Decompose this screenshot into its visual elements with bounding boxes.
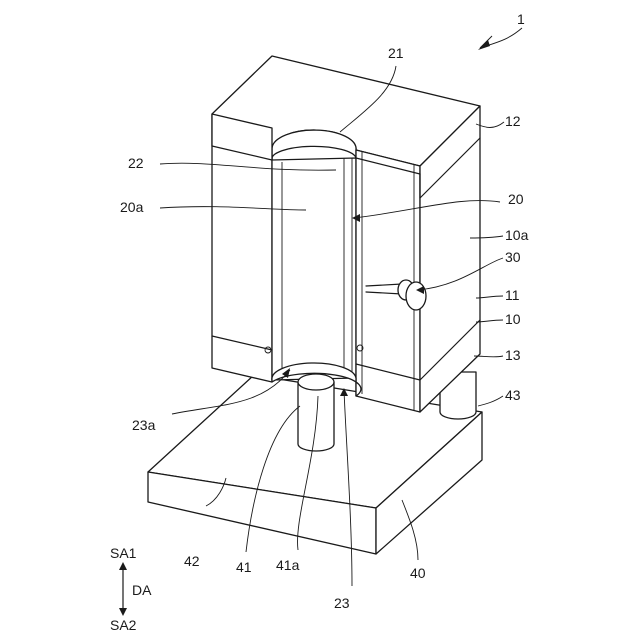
label-1: 1 <box>517 11 525 27</box>
label-12: 12 <box>505 113 521 129</box>
label-43: 43 <box>505 387 521 403</box>
label-42: 42 <box>184 553 200 569</box>
label-sa2: SA2 <box>110 617 137 633</box>
block-10 <box>212 56 480 412</box>
label-11: 11 <box>505 287 520 303</box>
label-10a: 10a <box>505 227 529 243</box>
label-10: 10 <box>505 311 521 327</box>
label-13: 13 <box>505 347 521 363</box>
label-sa1: SA1 <box>110 545 137 561</box>
label-41: 41 <box>236 559 252 575</box>
arrow-down-icon <box>119 608 127 616</box>
label-22: 22 <box>128 155 144 171</box>
label-21: 21 <box>388 45 404 61</box>
label-20a: 20a <box>120 199 144 215</box>
label-30: 30 <box>505 249 521 265</box>
post-41 <box>298 374 334 451</box>
label-40: 40 <box>410 565 426 581</box>
label-23: 23 <box>334 595 350 611</box>
label-da: DA <box>132 582 152 598</box>
label-41a: 41a <box>276 557 300 573</box>
label-20: 20 <box>508 191 524 207</box>
label-23a: 23a <box>132 417 156 433</box>
direction-indicator: SA1 DA SA2 <box>110 545 152 633</box>
arrow-up-icon <box>119 562 127 570</box>
